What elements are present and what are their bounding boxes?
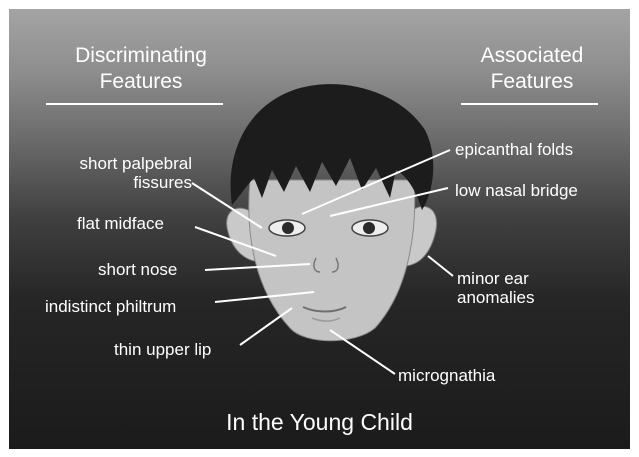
- face-skin: [249, 180, 415, 341]
- label-line: anomalies: [457, 288, 535, 307]
- label-indistinct-philtrum: indistinct philtrum: [45, 297, 176, 316]
- label-line: short palpebral: [44, 154, 192, 173]
- label-short-palpebral-fissures: short palpebral fissures: [44, 154, 192, 192]
- footer-caption: In the Young Child: [0, 409, 639, 435]
- header-line: Associated: [462, 43, 602, 69]
- label-short-nose: short nose: [98, 260, 177, 279]
- callout-line-minor-ear-anomalies: [428, 256, 453, 276]
- label-line: minor ear: [457, 269, 535, 288]
- label-line: fissures: [44, 173, 192, 192]
- label-flat-midface: flat midface: [77, 214, 164, 233]
- header-line: Discriminating: [53, 43, 229, 69]
- header-line: Features: [53, 69, 229, 95]
- label-epicanthal-folds: epicanthal folds: [455, 140, 573, 159]
- right-pupil: [363, 222, 375, 234]
- left-pupil: [282, 222, 294, 234]
- callout-line-thin-upper-lip: [240, 308, 292, 345]
- associated-features-header: Associated Features: [462, 43, 602, 95]
- header-line: Features: [462, 69, 602, 95]
- discriminating-header-rule: [46, 103, 223, 105]
- label-minor-ear-anomalies: minor ear anomalies: [457, 269, 535, 307]
- callout-line-micrognathia: [330, 330, 395, 374]
- label-micrognathia: micrognathia: [398, 366, 495, 385]
- label-thin-upper-lip: thin upper lip: [114, 340, 211, 359]
- label-low-nasal-bridge: low nasal bridge: [455, 181, 578, 200]
- associated-header-rule: [461, 103, 598, 105]
- discriminating-features-header: Discriminating Features: [53, 43, 229, 95]
